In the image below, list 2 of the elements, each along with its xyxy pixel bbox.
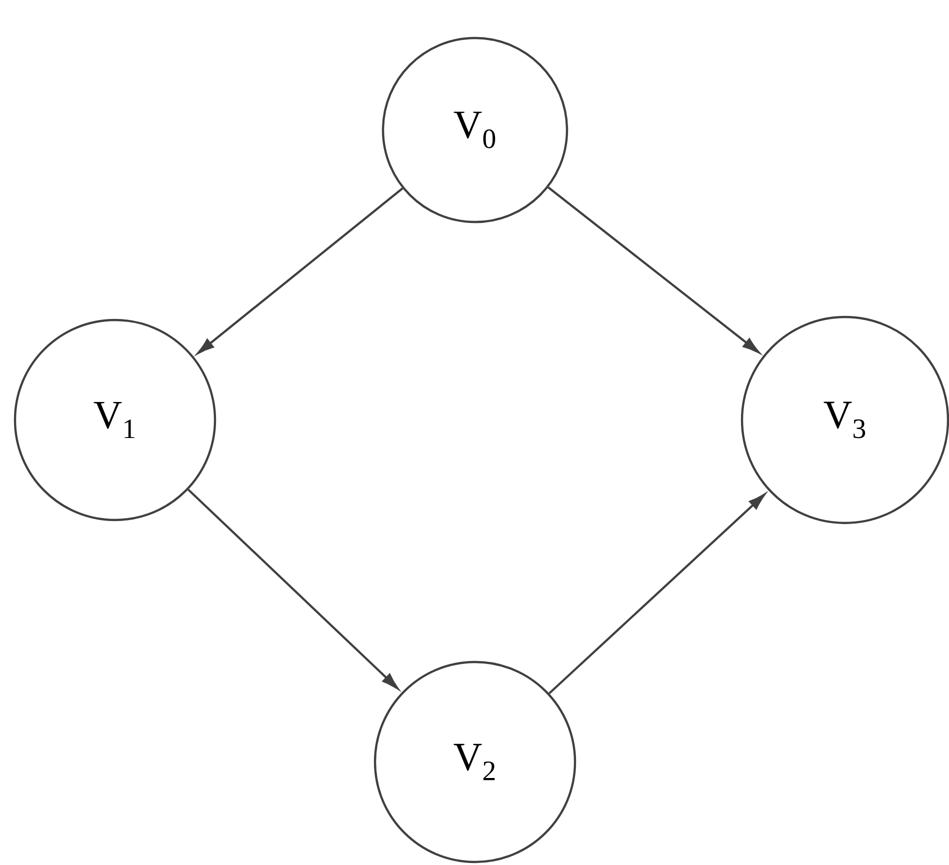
arrow [548,494,766,694]
arrow [188,488,398,690]
